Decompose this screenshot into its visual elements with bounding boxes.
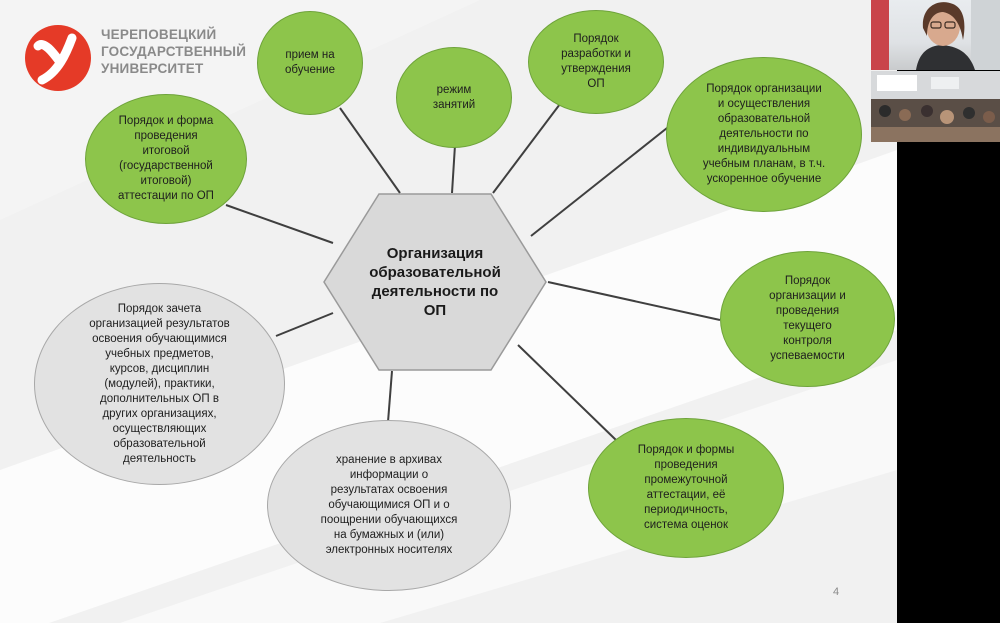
node-final-attestation: Порядок и форма проведения итоговой (гос… — [85, 94, 247, 224]
university-name-line-1: ЧЕРЕПОВЕЦКИЙ — [101, 27, 217, 42]
university-logo — [25, 25, 91, 91]
node-individual-plans: Порядок организации и осуществления обра… — [666, 57, 862, 212]
slide-page-number: 4 — [833, 586, 840, 598]
node-credit-transfer: Порядок зачета организацией результатов … — [34, 283, 285, 485]
webcam-video-speaker[interactable] — [871, 0, 1000, 70]
node-admission: прием на обучение — [257, 11, 363, 115]
speaker-video-frame — [871, 0, 1000, 70]
center-hexagon: Организация образовательной деятельности… — [322, 193, 548, 371]
presentation-slide: ЧЕРЕПОВЕЦКИЙ ГОСУДАРСТВЕННЫЙ УНИВЕРСИТЕТ… — [0, 0, 897, 623]
university-name-line-3: УНИВЕРСИТЕТ — [101, 61, 204, 76]
webcam-video-audience[interactable] — [871, 71, 1000, 142]
node-interim-attestation: Порядок и формы проведения промежуточной… — [588, 418, 784, 558]
node-study-schedule: режим занятий — [396, 47, 512, 148]
node-archives: хранение в архивах информации о результа… — [267, 420, 511, 591]
node-current-control: Порядок организации и проведения текущег… — [720, 251, 895, 387]
center-hexagon-label: Организация образовательной деятельности… — [369, 245, 501, 319]
node-program-development: Порядок разработки и утверждения ОП — [528, 10, 664, 114]
university-name: ЧЕРЕПОВЕЦКИЙ ГОСУДАРСТВЕННЫЙ УНИВЕРСИТЕТ — [101, 26, 261, 77]
audience-video-frame — [871, 71, 1000, 142]
university-name-line-2: ГОСУДАРСТВЕННЫЙ — [101, 44, 247, 59]
connector-lines — [225, 99, 721, 441]
hexagon-shape — [323, 193, 547, 371]
